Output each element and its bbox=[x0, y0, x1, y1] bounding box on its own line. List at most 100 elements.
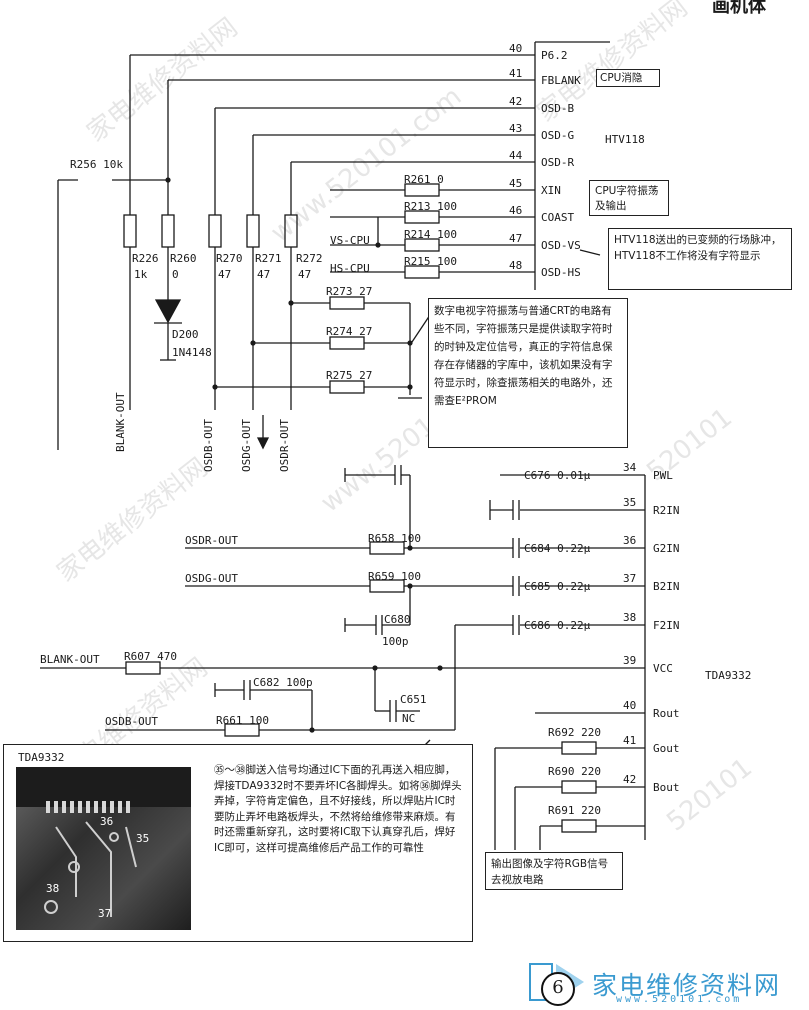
htv-pin-name: COAST bbox=[541, 211, 574, 224]
tda-pin-number: 41 bbox=[623, 734, 636, 747]
solder-tip-note: TDA9332 36 35 37 bbox=[3, 744, 473, 942]
r261-label: R261 0 bbox=[404, 173, 444, 186]
r274-label: R274 27 bbox=[326, 325, 372, 338]
c680-label: C680 bbox=[384, 613, 411, 626]
r270-value: 47 bbox=[218, 268, 231, 281]
tda-pin-number: 36 bbox=[623, 534, 636, 547]
oscillator-note: 数字电视字符振荡与普通CRT的电路有些不同，字符振荡只是提供读取字符时的时钟及定… bbox=[428, 298, 628, 448]
r214-label: R214 100 bbox=[404, 228, 457, 241]
c684-label: C684 0.22μ bbox=[524, 542, 591, 555]
r691-label: R691 220 bbox=[548, 804, 601, 817]
tda-pin-name: B2IN bbox=[653, 580, 680, 593]
d200-part: 1N4148 bbox=[172, 346, 212, 359]
tda-pin-number: 39 bbox=[623, 654, 636, 667]
r661-label: R661 100 bbox=[216, 714, 269, 727]
osdr-out-input-label: OSDR-OUT bbox=[185, 534, 238, 547]
htv-pin-name: OSD-G bbox=[541, 129, 574, 142]
htv-pin-number: 48 bbox=[509, 259, 522, 272]
photo-pin-label: 37 bbox=[98, 907, 111, 920]
r607-label: R607 470 bbox=[124, 650, 177, 663]
htv-pin-number: 42 bbox=[509, 95, 522, 108]
photo-chip-label: TDA9332 bbox=[18, 751, 65, 764]
r272-label: R272 bbox=[296, 252, 323, 265]
hs-cpu-label: HS-CPU bbox=[330, 262, 370, 275]
cpu-osc-tag: CPU字符振荡及输出 bbox=[589, 180, 669, 216]
blank-out-label: BLANK-OUT bbox=[114, 392, 127, 452]
r271-value: 47 bbox=[257, 268, 270, 281]
tda-pin-number: 37 bbox=[623, 572, 636, 585]
htv-pin-name: OSD-HS bbox=[541, 266, 581, 279]
tda-pin-name: R2IN bbox=[653, 504, 680, 517]
tda-pin-name: Rout bbox=[653, 707, 680, 720]
tda-pin-number: 35 bbox=[623, 496, 636, 509]
tda-pin-name: Gout bbox=[653, 742, 680, 755]
r226-value: 1k bbox=[134, 268, 148, 281]
r272-value: 47 bbox=[298, 268, 311, 281]
osdg-out-input-label: OSDG-OUT bbox=[185, 572, 238, 585]
r690-label: R690 220 bbox=[548, 765, 601, 778]
tda-pin-number: 42 bbox=[623, 773, 636, 786]
htv-pin-name: FBLANK bbox=[541, 74, 581, 87]
htv-pin-name: XIN bbox=[541, 184, 561, 197]
tda-pin-name: F2IN bbox=[653, 619, 680, 632]
r658-label: R658 100 bbox=[368, 532, 421, 545]
r270-label: R270 bbox=[216, 252, 243, 265]
tda9332-chip-label: TDA9332 bbox=[705, 669, 751, 682]
solder-tip-text: ㉟～㊳脚送入信号均通过IC下面的孔再送入相应脚，焊接TDA9332时不要弄坏IC… bbox=[214, 764, 462, 854]
htv-pin-name: OSD-B bbox=[541, 102, 574, 115]
c685-label: C685 0.22μ bbox=[524, 580, 591, 593]
r271-label: R271 bbox=[255, 252, 282, 265]
c680-value: 100p bbox=[382, 635, 409, 648]
vs-hs-note: HTV118送出的已变频的行场脉冲，HTV118不工作将没有字符显示 bbox=[608, 228, 792, 290]
osdb-out-input-label: OSDB-OUT bbox=[105, 715, 158, 728]
htv118-chip-label: HTV118 bbox=[605, 133, 645, 146]
d200-label: D200 bbox=[172, 328, 199, 341]
tda-pin-name: G2IN bbox=[653, 542, 680, 555]
osdr-out-label: OSDR-OUT bbox=[278, 419, 291, 472]
tda-pin-number: 34 bbox=[623, 461, 637, 474]
rgb-output-note: 输出图像及字符RGB信号去视放电路 bbox=[485, 852, 623, 890]
r260-label: R260 bbox=[170, 252, 197, 265]
tda-pin-name: PWL bbox=[653, 469, 673, 482]
c651-label: C651 bbox=[400, 693, 427, 706]
htv-pin-number: 45 bbox=[509, 177, 522, 190]
r275-label: R275 27 bbox=[326, 369, 372, 382]
c676-label: C676 0.01μ bbox=[524, 469, 591, 482]
htv-pin-name: P6.2 bbox=[541, 49, 568, 62]
logo-url: www.520101.com bbox=[616, 994, 743, 1005]
page-corner-title: 画机体 bbox=[712, 0, 766, 17]
htv-pin-name: OSD-R bbox=[541, 156, 574, 169]
osdb-out-label: OSDB-OUT bbox=[202, 419, 215, 472]
r213-label: R213 100 bbox=[404, 200, 457, 213]
photo-pin-label: 35 bbox=[136, 832, 149, 845]
photo-pin-label: 36 bbox=[100, 815, 113, 828]
r659-label: R659 100 bbox=[368, 570, 421, 583]
tda-pin-name: Bout bbox=[653, 781, 680, 794]
c686-label: C686 0.22μ bbox=[524, 619, 591, 632]
cpu-blank-tag: CPU消隐 bbox=[596, 69, 660, 87]
c651-value: NC bbox=[402, 712, 415, 725]
r692-label: R692 220 bbox=[548, 726, 601, 739]
tda-pin-name: VCC bbox=[653, 662, 673, 675]
photo-pin-label: 38 bbox=[46, 882, 59, 895]
r273-label: R273 27 bbox=[326, 285, 372, 298]
r226-label: R226 bbox=[132, 252, 159, 265]
pcb-photo-art: 36 35 37 38 bbox=[16, 767, 191, 920]
vs-cpu-label: VS-CPU bbox=[330, 234, 370, 247]
pcb-photo: 36 35 37 38 bbox=[16, 767, 191, 930]
osdg-out-label: OSDG-OUT bbox=[240, 419, 253, 472]
htv-pin-number: 47 bbox=[509, 232, 522, 245]
htv-pin-number: 44 bbox=[509, 149, 523, 162]
htv-pin-number: 40 bbox=[509, 42, 522, 55]
htv-pin-name: OSD-VS bbox=[541, 239, 581, 252]
r260-value: 0 bbox=[172, 268, 179, 281]
c682-label: C682 100p bbox=[253, 676, 313, 689]
htv-pin-number: 41 bbox=[509, 67, 522, 80]
logo-text: 家电维修资料网 bbox=[592, 971, 782, 1000]
r256-label: R256 10k bbox=[70, 158, 123, 171]
r215-label: R215 100 bbox=[404, 255, 457, 268]
tda-pin-number: 40 bbox=[623, 699, 636, 712]
blank-out-input-label: BLANK-OUT bbox=[40, 653, 100, 666]
htv-pin-number: 46 bbox=[509, 204, 522, 217]
